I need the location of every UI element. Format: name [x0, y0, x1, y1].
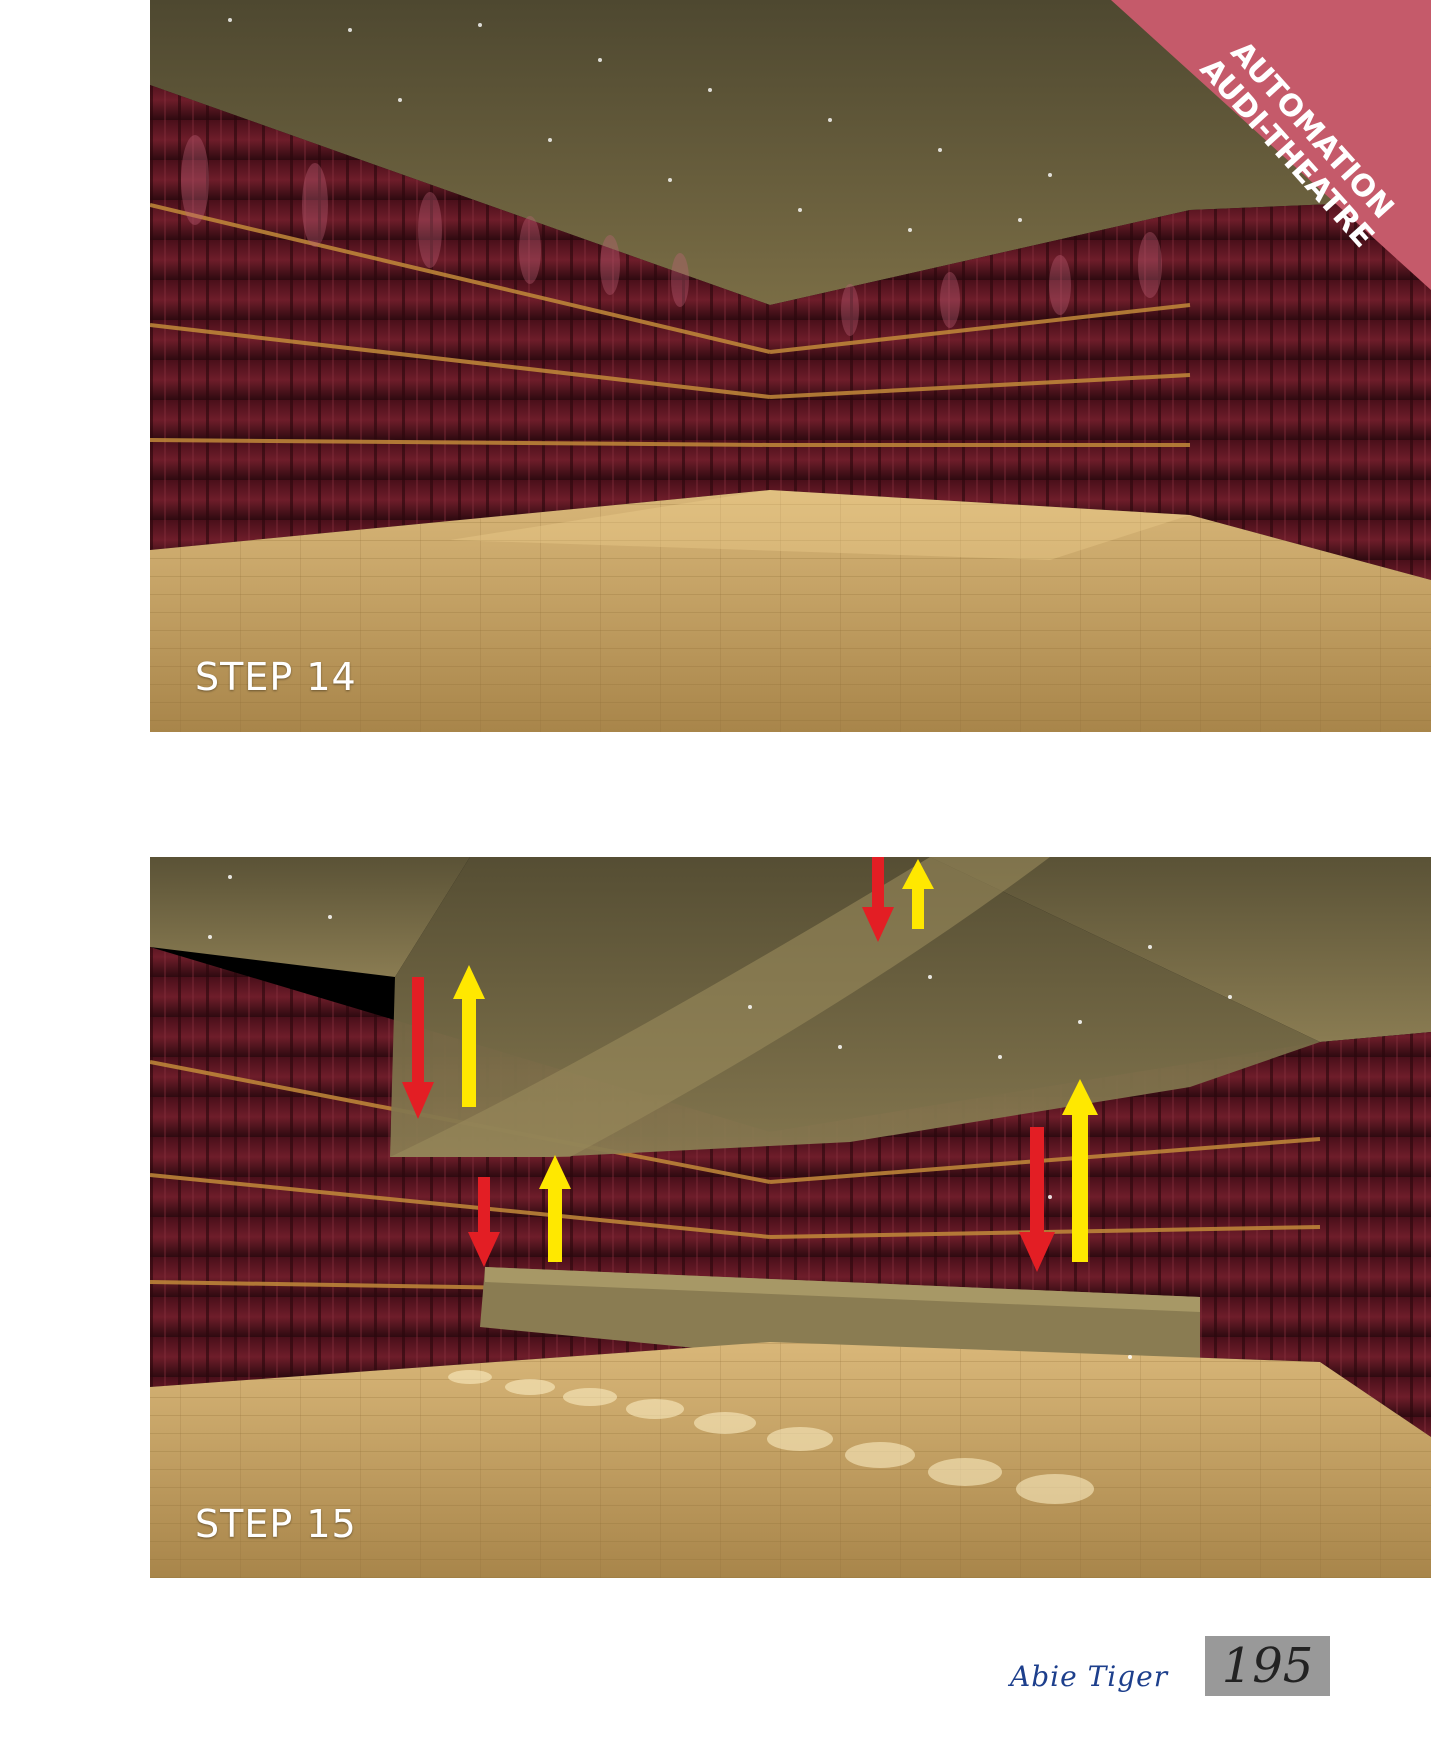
theatre-render-automation-image	[150, 857, 1431, 1578]
step-15-label: STEP 15	[195, 1502, 357, 1546]
arrow-down-1	[402, 977, 434, 1119]
arrow-up-4	[1062, 1079, 1098, 1262]
footer-signature: Abie Tiger	[1010, 1660, 1169, 1693]
arrow-up-1	[453, 965, 485, 1107]
render-step-14: STEP 14 AUTOMATION AUDI-THEATRE	[150, 0, 1431, 732]
arrow-down-3	[468, 1177, 500, 1267]
step-14-label: STEP 14	[195, 655, 357, 699]
automation-arrows	[402, 857, 1098, 1272]
arrow-down-2	[862, 857, 894, 942]
corner-badge: AUTOMATION AUDI-THEATRE	[1081, 0, 1431, 290]
arrow-up-3	[539, 1155, 571, 1262]
arrow-down-4	[1019, 1127, 1055, 1272]
page-number: 195	[1205, 1636, 1330, 1696]
theatre-render-image	[150, 0, 1431, 732]
render-step-15: STEP 15	[150, 857, 1431, 1578]
corner-badge-triangle	[1111, 0, 1431, 290]
arrow-up-2	[902, 859, 934, 929]
